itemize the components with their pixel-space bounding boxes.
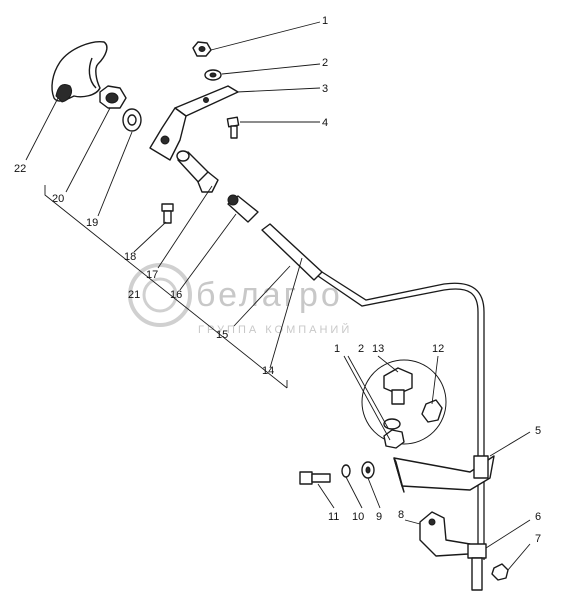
callout-12: 12 bbox=[432, 343, 444, 355]
callout-15: 15 bbox=[216, 329, 228, 341]
watermark: белагро ГРУППА КОМПАНИЙ bbox=[128, 263, 352, 336]
detail-circle bbox=[361, 359, 447, 449]
callout-7: 7 bbox=[535, 533, 541, 545]
callout-9: 9 bbox=[376, 511, 382, 523]
callout-8: 8 bbox=[398, 509, 404, 521]
part-22-knob bbox=[51, 41, 108, 103]
part-6-clamp bbox=[467, 543, 487, 591]
watermark-brand: белагро bbox=[196, 276, 343, 314]
callout-5: 5 bbox=[535, 425, 541, 437]
callout-2-detail: 2 bbox=[358, 343, 364, 355]
callout-16: 16 bbox=[170, 289, 182, 301]
part-16-sleeve bbox=[227, 194, 259, 223]
callout-3: 3 bbox=[322, 83, 328, 95]
part-3-bracket bbox=[149, 85, 239, 161]
callout-17: 17 bbox=[146, 269, 158, 281]
part-10-washer bbox=[341, 464, 351, 478]
callout-2: 2 bbox=[322, 57, 328, 69]
part-7-bolt bbox=[491, 563, 509, 581]
part-15-rod bbox=[261, 223, 485, 560]
callout-18: 18 bbox=[124, 251, 136, 263]
callout-14: 14 bbox=[262, 365, 274, 377]
part-11-bolt bbox=[299, 471, 331, 485]
part-18-bolt bbox=[161, 203, 174, 224]
callout-6: 6 bbox=[535, 511, 541, 523]
part-9-washer bbox=[361, 461, 375, 479]
part-8-lever bbox=[419, 511, 471, 557]
assembly-bracket-line bbox=[44, 185, 288, 389]
leader-lines bbox=[25, 21, 531, 571]
watermark-logo-inner bbox=[142, 277, 178, 313]
callout-19: 19 bbox=[86, 217, 98, 229]
part-1-nut bbox=[192, 41, 212, 57]
callout-labels: 1 2 3 4 5 6 7 8 9 10 11 12 13 14 15 16 1… bbox=[14, 15, 541, 545]
part-19-washer bbox=[122, 108, 142, 132]
callout-21: 21 bbox=[128, 289, 140, 301]
callout-20: 20 bbox=[52, 193, 64, 205]
callout-22: 22 bbox=[14, 163, 26, 175]
part-5-bracket bbox=[393, 455, 495, 493]
part-20-nut bbox=[99, 85, 127, 109]
part-4-bolt bbox=[226, 116, 240, 139]
callout-11: 11 bbox=[328, 511, 339, 523]
callout-4: 4 bbox=[322, 117, 328, 129]
part-17-fitting bbox=[176, 150, 219, 193]
watermark-tagline: ГРУППА КОМПАНИЙ bbox=[198, 323, 352, 336]
callout-10: 10 bbox=[352, 511, 364, 523]
callout-1: 1 bbox=[322, 15, 328, 27]
callout-13: 13 bbox=[372, 343, 384, 355]
callout-1-detail: 1 bbox=[334, 343, 340, 355]
part-2-washer bbox=[204, 69, 222, 81]
